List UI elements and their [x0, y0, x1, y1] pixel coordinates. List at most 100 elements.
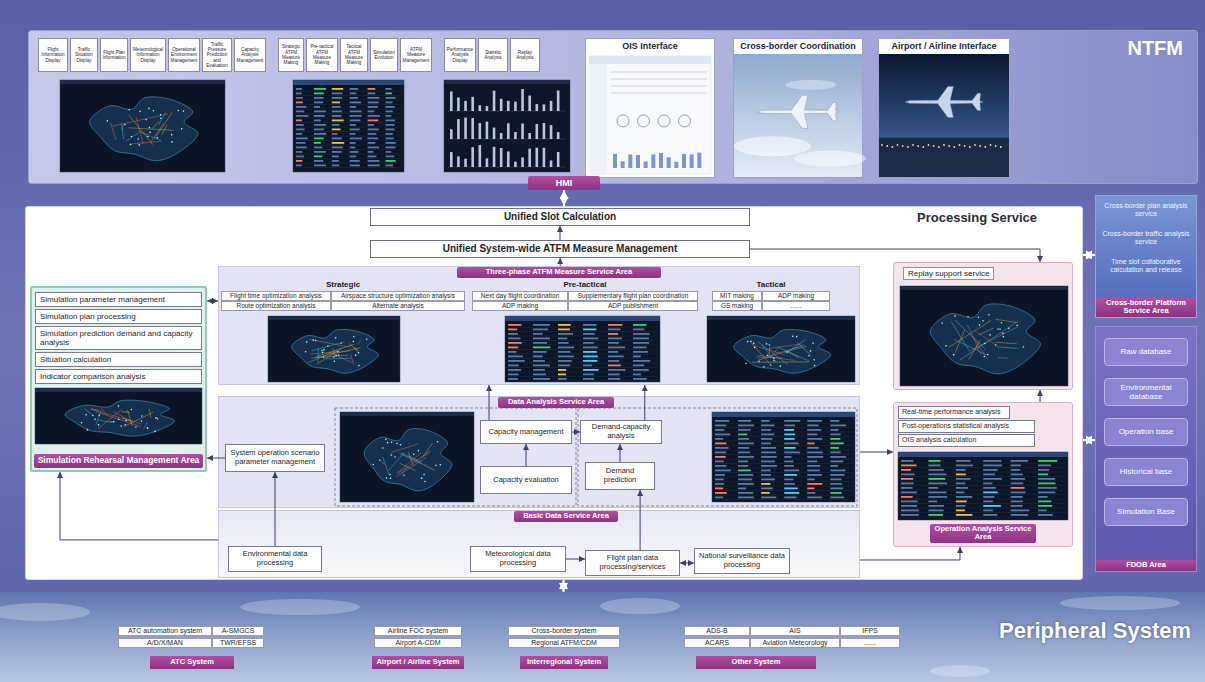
table-cell: [1011, 510, 1029, 512]
chart-axis: [448, 139, 566, 140]
flight-dot: [355, 354, 357, 356]
chart-bar: [450, 152, 453, 167]
flight-dot: [390, 477, 392, 479]
table-row: [900, 490, 1066, 491]
table-cell: [738, 438, 749, 440]
flight-dot: [796, 336, 798, 338]
table-cell: [715, 479, 724, 481]
node-text: Simulation plan processing: [40, 312, 136, 321]
flight-track: [326, 358, 351, 360]
airplane: [905, 86, 983, 117]
column-heading: Tactical: [724, 280, 818, 289]
runway-light: [953, 146, 955, 148]
node-text: Raw database: [1120, 347, 1171, 356]
flight-dot: [305, 351, 307, 353]
chart-bar: [479, 145, 482, 167]
node-text: Interregional System: [527, 658, 601, 667]
node-text: ......: [791, 302, 802, 309]
flight-dot: [120, 425, 122, 427]
ui-bar: [613, 154, 617, 168]
node-text: Airspace structure optimization analysis: [341, 292, 455, 299]
flight-track: [995, 342, 1016, 344]
flight-dot: [352, 341, 354, 343]
table-cell: [296, 151, 302, 153]
node-text: Environmental database: [1107, 383, 1185, 401]
flight-dot: [306, 341, 308, 343]
node-text: Post-operations statistical analysis: [902, 422, 1009, 430]
table-cell: [956, 492, 965, 494]
table-cell: [830, 420, 839, 422]
flight-dot: [767, 354, 769, 356]
map-outline: [65, 400, 175, 436]
table-cell: [350, 97, 358, 99]
airport-photo: [879, 54, 1009, 177]
table-cell: [830, 425, 846, 427]
table-cell: [296, 97, 303, 99]
chart-bar: [457, 97, 460, 111]
table-cell: [608, 338, 622, 340]
connector: [644, 385, 645, 420]
chart-bar: [543, 123, 546, 139]
table-cell: [558, 351, 570, 353]
flight-track: [159, 112, 166, 124]
table-cell: [807, 483, 822, 485]
table-cell: [901, 483, 914, 485]
table-cell: [784, 488, 797, 490]
flight-track: [770, 348, 778, 358]
flight-track: [797, 342, 811, 356]
flight-track: [162, 125, 167, 135]
connector: [572, 432, 580, 433]
table-cell: [761, 443, 771, 445]
node-text: Airport / Airline Interface: [891, 41, 996, 51]
table-cell: [715, 443, 726, 445]
table-cell: [761, 483, 770, 485]
table-cell: [350, 147, 356, 149]
runway-light: [938, 146, 940, 148]
table-cell: [901, 478, 913, 480]
table-cell: [368, 156, 377, 158]
table-cell: [807, 497, 821, 499]
table-cell: [608, 374, 620, 376]
table-cell: [956, 469, 966, 471]
flight-track: [126, 133, 139, 142]
table-cell: [558, 324, 571, 326]
system-box: Cross-border system: [508, 626, 620, 636]
node-text: Other System: [732, 658, 781, 667]
flight-dot: [437, 441, 439, 443]
table-row: [295, 95, 402, 96]
flight-dot: [745, 363, 747, 365]
table-cell: [508, 360, 525, 362]
table-cell: [368, 115, 380, 117]
table-cell: [983, 469, 997, 471]
system-box: Airport A-CDM: [374, 638, 462, 648]
table-row: [295, 122, 402, 123]
flight-track: [333, 348, 336, 357]
flight-track: [951, 321, 969, 351]
node-text: Capacity Analysis Management: [236, 47, 264, 63]
measure-cell: ADP publishment: [568, 301, 698, 311]
screenshot: [707, 316, 855, 382]
flight-track: [970, 327, 1019, 351]
flight-dot: [358, 365, 360, 367]
screen-ground: [900, 286, 1068, 386]
system-box: IFPS: [840, 626, 900, 636]
table-row: [714, 490, 853, 491]
table-cell: [368, 120, 379, 122]
table-cell: [583, 356, 598, 358]
table-cell: [761, 420, 769, 422]
table-row: [507, 336, 658, 337]
table-cell: [608, 351, 618, 353]
runway-light: [995, 145, 997, 147]
table-cell: [956, 501, 967, 503]
system-box: ACARS: [684, 638, 750, 648]
flight-dot: [171, 134, 173, 136]
flight-dot: [131, 136, 133, 138]
table-cell: [956, 465, 973, 467]
connector: [489, 385, 490, 420]
node-text: Unified System-wide ATFM Measure Managem…: [443, 243, 678, 255]
chart-bar: [493, 128, 496, 139]
area-label: NTFM: [1127, 37, 1183, 60]
flight-track: [144, 422, 148, 429]
table-cell: [1011, 492, 1026, 494]
flight-track: [762, 345, 776, 362]
